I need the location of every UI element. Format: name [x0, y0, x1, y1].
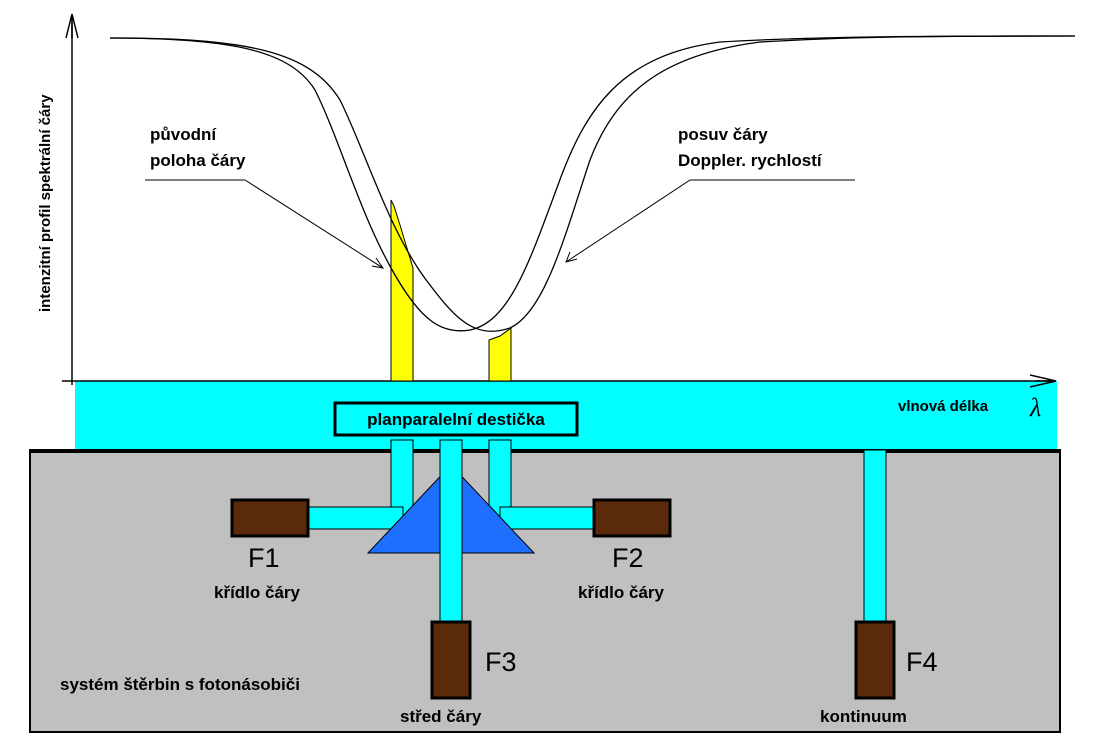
pointer-shift-arrow: [371, 257, 385, 269]
pointer-original: [145, 179, 384, 269]
plate-label: planparalelní destička: [367, 410, 545, 429]
slit-system-label: systém štěrbin s fotonásobiči: [60, 675, 300, 694]
f1-label: F1: [248, 543, 280, 573]
lambda-symbol: λ: [1029, 393, 1041, 422]
pointer-shifted: [565, 179, 855, 263]
f3-label: F3: [485, 647, 517, 677]
channel-to-f1: [307, 506, 404, 530]
channel-to-f4: [863, 449, 887, 626]
x-axis-arrow: [1029, 374, 1057, 388]
channel-to-f2: [499, 506, 596, 530]
plate-box: [333, 401, 579, 437]
f4-sublabel: kontinuum: [820, 707, 907, 726]
y-axis-label: intenzitní profil spektrální čáry: [37, 94, 54, 312]
f4-label: F4: [906, 647, 938, 677]
pointer-shifted-arrow: [565, 251, 578, 263]
f3-sublabel: střed čáry: [400, 707, 482, 726]
original-position-label-1: původní: [150, 125, 217, 144]
f2-label: F2: [612, 543, 644, 573]
f1-sublabel: křídlo čáry: [214, 583, 301, 602]
wing-fill-left: [390, 199, 414, 382]
detector-f3: [430, 620, 472, 700]
shift-label-1: posuv čáry: [678, 125, 768, 144]
f2-sublabel: křídlo čáry: [578, 583, 665, 602]
original-position-label-2: poloha čáry: [150, 151, 246, 170]
detector-f1: [230, 498, 310, 538]
y-axis-arrow: [65, 13, 79, 39]
detector-f4: [854, 620, 896, 700]
detector-f2: [592, 498, 672, 538]
profile-original: [109, 35, 1076, 332]
wing-fill-right: [488, 327, 512, 382]
shift-label-2: Doppler. rychlostí: [678, 151, 823, 170]
x-axis-label: vlnová délka: [898, 398, 989, 415]
channel-center-over-prism: [440, 455, 462, 555]
profile-shifted: [109, 35, 1076, 332]
